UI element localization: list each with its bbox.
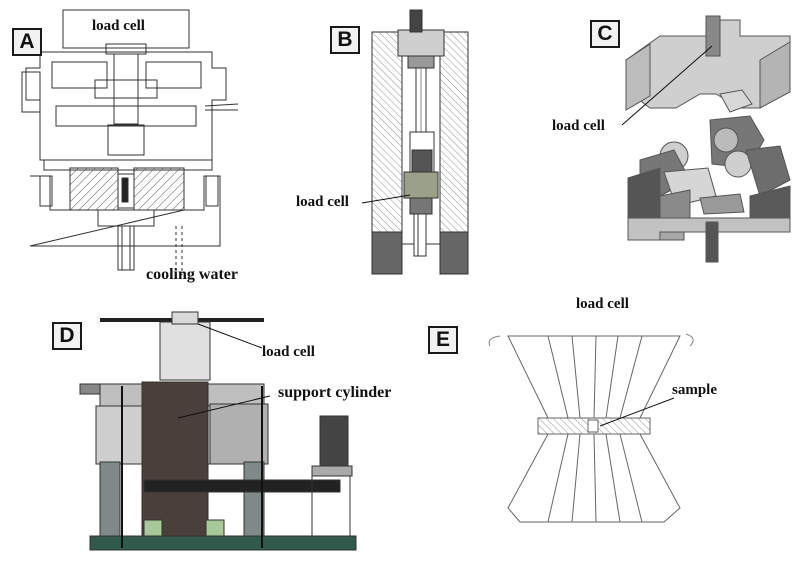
b-load-cell-part <box>403 171 439 199</box>
panel-label-b: B <box>330 26 360 54</box>
panel-e-drawing <box>488 333 694 523</box>
panel-d-drawing <box>79 311 357 551</box>
panel-b-drawing <box>361 9 469 275</box>
c-load-cell-label: load cell <box>552 118 605 134</box>
d-load-cell-label: load cell <box>262 344 315 360</box>
panel-label-c: C <box>590 20 620 48</box>
d-support-cylinder-label: support cylinder <box>278 384 392 401</box>
panel-c-drawing <box>621 15 791 263</box>
a-cooling-water-label: cooling water <box>146 266 238 283</box>
a-hatched-left <box>69 167 119 211</box>
d-support-cylinder <box>141 381 209 541</box>
b-body-right <box>439 31 469 245</box>
panel-label-d: D <box>52 322 82 350</box>
b-body-left <box>371 31 403 245</box>
panel-a-drawing <box>21 9 239 275</box>
a-load-cell-label: load cell <box>92 18 145 34</box>
a-top-block <box>62 9 190 49</box>
panel-label-e: E <box>428 326 458 354</box>
panel-label-a: A <box>12 28 42 56</box>
b-load-cell-label: load cell <box>296 194 349 210</box>
e-sample-label: sample <box>672 382 717 398</box>
a-hatched-right <box>133 167 185 211</box>
e-load-cell-label: load cell <box>576 296 629 312</box>
